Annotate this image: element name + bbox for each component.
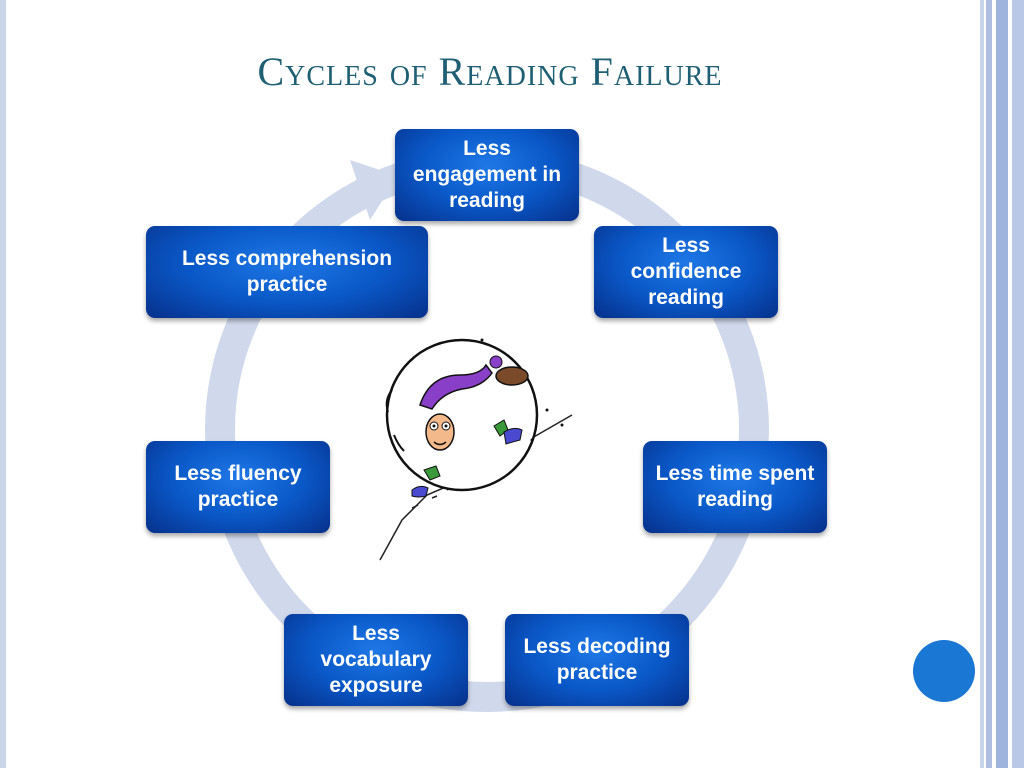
cycle-step-vocabulary: Less vocabulary exposure <box>284 614 468 706</box>
cycle-step-time-spent: Less time spent reading <box>643 441 827 533</box>
right-border-stripes <box>974 0 1024 768</box>
cycle-step-engagement: Less engagement in reading <box>395 129 579 221</box>
cycle-arrowhead-icon <box>350 160 398 220</box>
cycle-step-decoding: Less decoding practice <box>505 614 689 706</box>
cycle-step-comprehension: Less comprehension practice <box>146 226 428 318</box>
cycle-step-confidence: Less confidence reading <box>594 226 778 318</box>
slide-title: Cycles of Reading Failure <box>257 49 723 94</box>
cycle-step-fluency: Less fluency practice <box>146 441 330 533</box>
left-border-stripe <box>0 0 6 768</box>
accent-circle <box>913 640 975 702</box>
snowball-cartoon-icon <box>379 338 573 561</box>
